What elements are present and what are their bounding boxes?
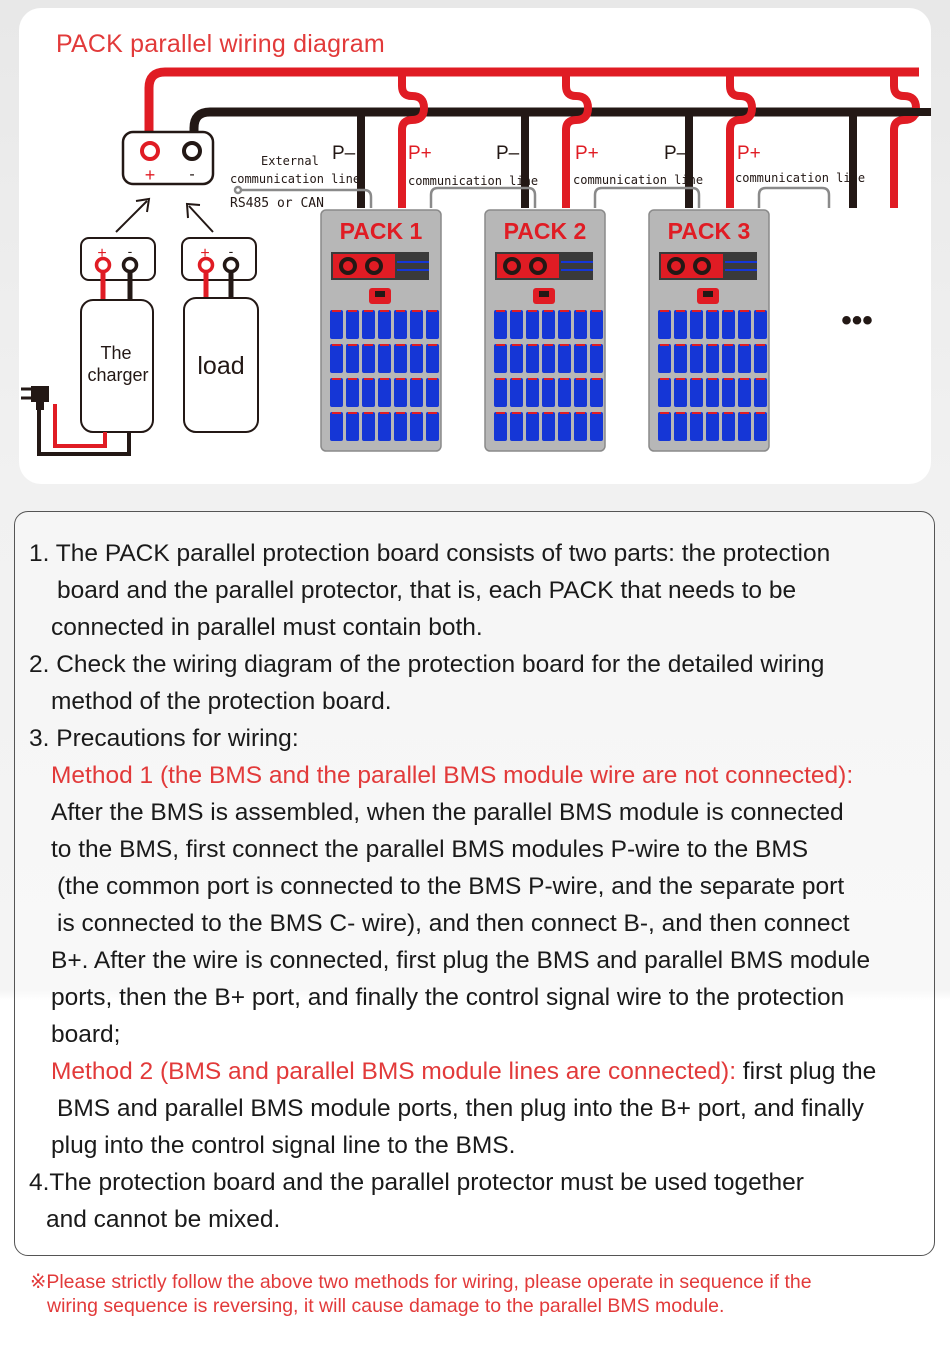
- pack-2: [484, 209, 606, 452]
- wiring-diagram: + - External communication line RS485 or…: [21, 67, 931, 456]
- pack2-p-plus-label: P+: [575, 143, 599, 164]
- warning-line-1: ※Please strictly follow the above two me…: [30, 1271, 812, 1293]
- pack1-comm-label: communication line: [408, 174, 538, 188]
- pack-3: [648, 209, 770, 452]
- load-arrow: [185, 202, 214, 233]
- pack-2-label: PACK 2: [504, 218, 587, 244]
- pack-1-label: PACK 1: [340, 218, 423, 244]
- note-1-line-1: 1. The PACK parallel protection board co…: [29, 540, 831, 567]
- charger-plus-label: +: [97, 245, 106, 262]
- charger-label-line1: The: [100, 343, 131, 363]
- pack1-p-plus-label: P+: [408, 143, 432, 164]
- method-1-line-5: B+. After the wire is connected, first p…: [51, 947, 871, 974]
- charger: [21, 237, 156, 456]
- diagram-title: PACK parallel wiring diagram: [56, 30, 385, 58]
- note-1-line-3: connected in parallel must contain both.: [51, 614, 483, 641]
- pack3-comm-label: communication line: [735, 171, 865, 185]
- note-2-line-1: 2. Check the wiring diagram of the prote…: [29, 651, 825, 678]
- note-3-heading: 3. Precautions for wiring:: [29, 725, 299, 752]
- note-4-line-1: 4.The protection board and the parallel …: [29, 1169, 804, 1196]
- load-minus-label: -: [229, 243, 234, 259]
- external-comm-line2: communication line: [230, 172, 360, 186]
- pack2-p-minus-label: P–: [496, 143, 520, 164]
- method-1-line-1: After the BMS is assembled, when the par…: [51, 799, 844, 826]
- main-terminal-plus-label: +: [145, 165, 156, 185]
- charger-label-line2: charger: [87, 365, 148, 385]
- charger-minus-label: -: [128, 243, 133, 259]
- method-2-line-1: Method 2 (BMS and parallel BMS module li…: [51, 1058, 877, 1085]
- charger-arrow: [115, 197, 151, 233]
- continuation-dots: •••: [841, 304, 873, 337]
- method-1-line-3: (the common port is connected to the BMS…: [57, 873, 845, 900]
- load-label: load: [197, 352, 244, 380]
- red-bus-wire: [144, 67, 919, 141]
- load: [181, 237, 259, 433]
- notes-box: [14, 511, 935, 1256]
- external-comm-line1: External: [261, 154, 319, 168]
- pack3-p-minus-label: P–: [664, 143, 688, 164]
- method-1-heading: Method 1 (the BMS and the parallel BMS m…: [51, 762, 854, 789]
- wiring-diagram-card: PACK parallel wiring diagram: [19, 8, 931, 484]
- note-4-line-2: and cannot be mixed.: [46, 1206, 281, 1233]
- load-plus-label: +: [200, 245, 209, 262]
- method-2-line-3: plug into the control signal line to the…: [51, 1132, 516, 1159]
- pack-wires: [357, 72, 931, 208]
- pack1-p-minus-label: P–: [332, 143, 356, 164]
- method-1-line-4: is connected to the BMS C- wire), and th…: [57, 910, 850, 937]
- method-2-heading: Method 2 (BMS and parallel BMS module li…: [51, 1058, 736, 1085]
- pack2-comm-label: communication line: [573, 173, 703, 187]
- external-comm-line3: RS485 or CAN: [230, 196, 324, 211]
- method-2-line-2: BMS and parallel BMS module ports, then …: [57, 1095, 864, 1122]
- method-1-line-7: board;: [51, 1021, 121, 1048]
- note-2-line-2: method of the protection board.: [51, 688, 392, 715]
- method-2-text: first plug the: [736, 1058, 877, 1085]
- main-terminal: [121, 130, 215, 186]
- pack-1: [320, 209, 442, 452]
- warning-line-2: wiring sequence is reversing, it will ca…: [47, 1295, 725, 1317]
- pack-3-label: PACK 3: [668, 218, 751, 244]
- method-1-line-6: ports, then the B+ port, and finally the…: [51, 984, 845, 1011]
- note-1-line-2: board and the parallel protector, that i…: [57, 577, 797, 604]
- main-terminal-minus-label: -: [189, 166, 194, 183]
- black-bus-wire: [189, 107, 919, 141]
- method-1-line-2: to the BMS, first connect the parallel B…: [51, 836, 809, 863]
- pack3-p-plus-label: P+: [737, 143, 761, 164]
- communication-lines: [233, 185, 831, 208]
